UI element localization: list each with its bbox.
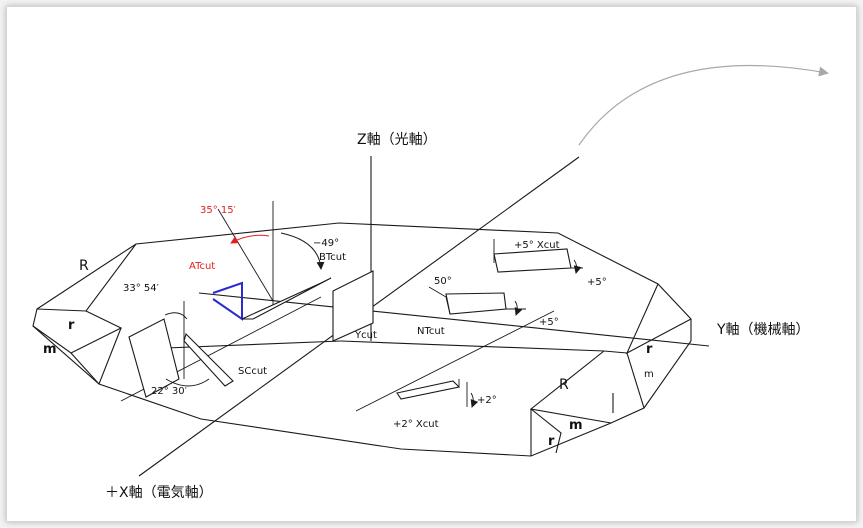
nt-tilt-arrow <box>514 300 523 316</box>
face-r-right-bottom: r <box>548 434 555 449</box>
x2-tilt-arrow <box>470 392 479 408</box>
sc-cut-plate-2 <box>183 332 234 387</box>
x-cut-aux-line <box>355 310 555 412</box>
face-m-right-bottom: m <box>569 418 583 433</box>
at-angle-label: 35° 15′ <box>200 205 237 216</box>
z-axis-label: Z軸（光軸） <box>357 132 437 148</box>
diagram-frame: R r m R r m m r Z軸（光軸） Y軸（機械軸） ＋X軸（電気軸） … <box>6 6 857 522</box>
sc-angle-arc-1 <box>164 312 188 320</box>
crystal-cut-diagram: R r m R r m m r Z軸（光軸） Y軸（機械軸） ＋X軸（電気軸） … <box>32 64 829 501</box>
sc-cut-plate-1 <box>128 318 180 398</box>
x2-tilt-label: +2° <box>477 395 497 406</box>
sc-angle-label-2: 22° 30′ <box>151 386 188 397</box>
face-m-left: m <box>43 342 57 357</box>
y-axis-label: Y軸（機械軸） <box>716 322 810 338</box>
bt-angle-label: −49° <box>313 238 339 249</box>
face-m-right-top: m <box>644 369 654 380</box>
at-angle-line <box>217 208 274 302</box>
nt-cut-plate <box>445 292 507 315</box>
nt-cut-label: NTcut <box>417 326 445 337</box>
bt-angle-arc <box>280 232 325 270</box>
at-cut-plate <box>212 281 243 321</box>
face-r-right-top: r <box>646 342 653 357</box>
sc-angle-arc-2 <box>165 378 210 387</box>
face-r-left: r <box>68 318 75 333</box>
x5-cut-plate <box>493 248 572 273</box>
y-cut-plate <box>332 270 374 342</box>
bt-cut-label: BTcut <box>319 252 346 263</box>
sc-angle-label-1: 33° 54′ <box>123 283 160 294</box>
x5-cut-label: +5° Xcut <box>514 240 560 251</box>
y-cut-label: Ycut <box>354 330 377 341</box>
nt-cut-edge <box>428 286 451 315</box>
x5-tilt-arrow <box>573 259 582 274</box>
x2-cut-plate <box>396 380 461 400</box>
sc-cut-label: SCcut <box>238 366 267 377</box>
at-cut-label: ATcut <box>189 261 215 272</box>
x2-cut-label: +2° Xcut <box>393 419 439 430</box>
nt-tilt-label: +5° <box>539 317 559 328</box>
at-angle-arc <box>230 234 270 244</box>
face-R-right: R <box>559 377 569 393</box>
bt-cut-plate <box>241 277 332 320</box>
rotation-arrow <box>578 64 829 146</box>
x-axis-label: ＋X軸（電気軸） <box>105 485 213 501</box>
face-R-left: R <box>79 258 89 274</box>
crystal-outline <box>32 222 692 457</box>
nt-angle-label: 50° <box>434 276 452 287</box>
x5-tilt-label: +5° <box>587 277 607 288</box>
